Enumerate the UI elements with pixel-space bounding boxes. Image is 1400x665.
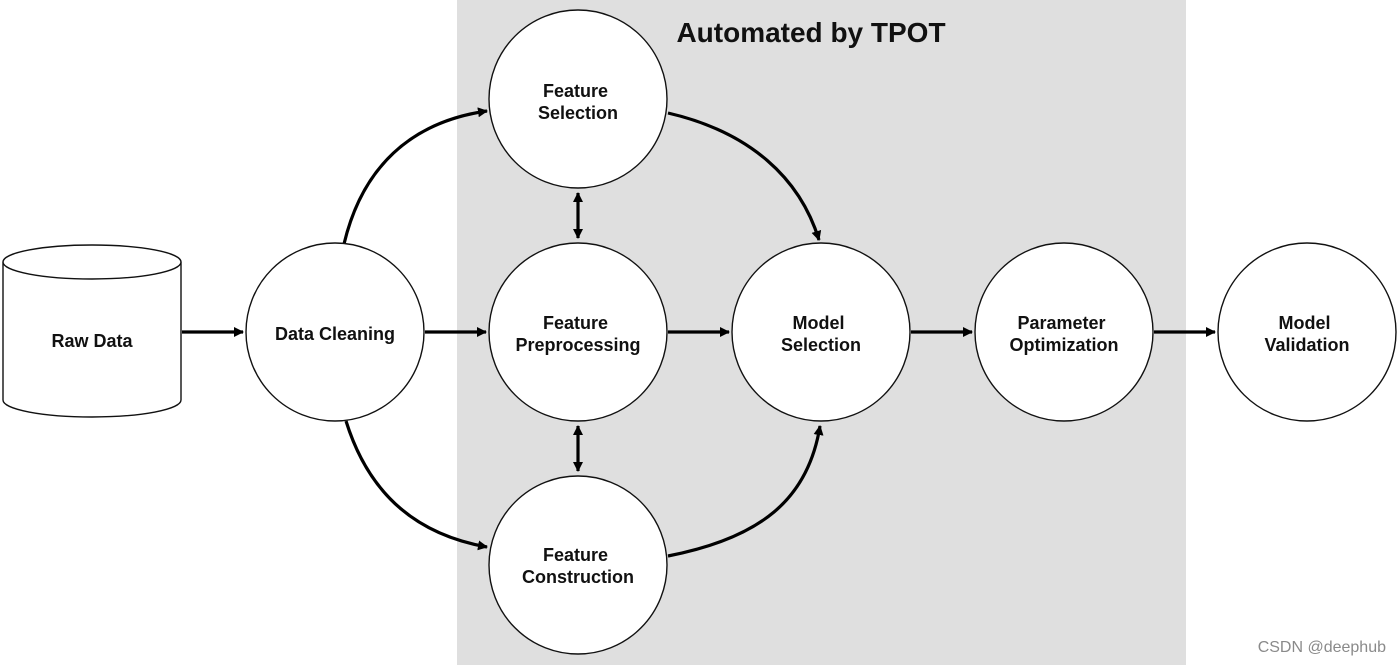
edges xyxy=(182,107,1216,558)
parameter-optimization-label-line-2: Optimization xyxy=(1010,335,1119,355)
feature-construction-label-line-2: Construction xyxy=(522,567,634,587)
data-cleaning-label-line-1: Data Cleaning xyxy=(275,324,395,344)
edge-feature-selection-to-model-selection xyxy=(667,111,822,241)
model-selection-circle xyxy=(731,242,911,422)
model-selection-label-line-2: Selection xyxy=(781,335,861,355)
feature-construction-circle xyxy=(488,475,668,655)
feature-preprocessing-label: Feature Preprocessing xyxy=(515,313,640,355)
model-validation-label-line-2: Validation xyxy=(1264,335,1349,355)
feature-preprocessing-label-line-2: Preprocessing xyxy=(515,335,640,355)
feature-construction-label-line-1: Feature xyxy=(543,545,608,565)
model-validation-circle xyxy=(1217,242,1397,422)
feature-preprocessing-label-line-1: Feature xyxy=(543,313,608,333)
watermark: CSDN @deephub xyxy=(1258,639,1386,656)
edge-data-cleaning-to-feature-construction xyxy=(344,420,488,551)
feature-selection-circle xyxy=(488,9,668,189)
feature-preprocessing-circle xyxy=(488,242,668,422)
raw-data-node: Raw Data xyxy=(2,244,182,418)
automated-region-title: Automated by TPOT xyxy=(676,17,945,48)
parameter-optimization-circle xyxy=(974,242,1154,422)
database-cylinder-icon xyxy=(2,262,182,418)
parameter-optimization-label: Parameter Optimization xyxy=(1010,313,1119,355)
model-validation-label: Model Validation xyxy=(1264,313,1349,355)
data-cleaning-label: Data Cleaning xyxy=(275,324,395,344)
parameter-optimization-node: Parameter Optimization xyxy=(974,242,1154,422)
feature-selection-node: Feature Selection xyxy=(488,9,668,189)
parameter-optimization-label-line-1: Parameter xyxy=(1017,313,1105,333)
feature-preprocessing-node: Feature Preprocessing xyxy=(488,242,668,422)
model-selection-label-line-1: Model xyxy=(792,313,844,333)
data-cleaning-circle xyxy=(245,242,425,422)
model-validation-label-line-1: Model xyxy=(1278,313,1330,333)
model-selection-label: Model Selection xyxy=(781,313,861,355)
feature-construction-node: Feature Construction xyxy=(488,475,668,655)
raw-data-label-line-1: Raw Data xyxy=(51,331,133,351)
raw-data-label: Raw Data xyxy=(51,331,133,351)
edge-feature-construction-to-model-selection xyxy=(667,425,824,558)
model-validation-node: Model Validation xyxy=(1217,242,1397,422)
database-cylinder-top xyxy=(2,244,182,280)
feature-selection-label: Feature Selection xyxy=(538,81,618,123)
feature-selection-label-line-1: Feature xyxy=(543,81,608,101)
model-selection-node: Model Selection xyxy=(731,242,911,422)
feature-selection-label-line-2: Selection xyxy=(538,103,618,123)
feature-construction-label: Feature Construction xyxy=(522,545,634,587)
edge-data-cleaning-to-feature-selection xyxy=(342,107,488,245)
data-cleaning-node: Data Cleaning xyxy=(245,242,425,422)
